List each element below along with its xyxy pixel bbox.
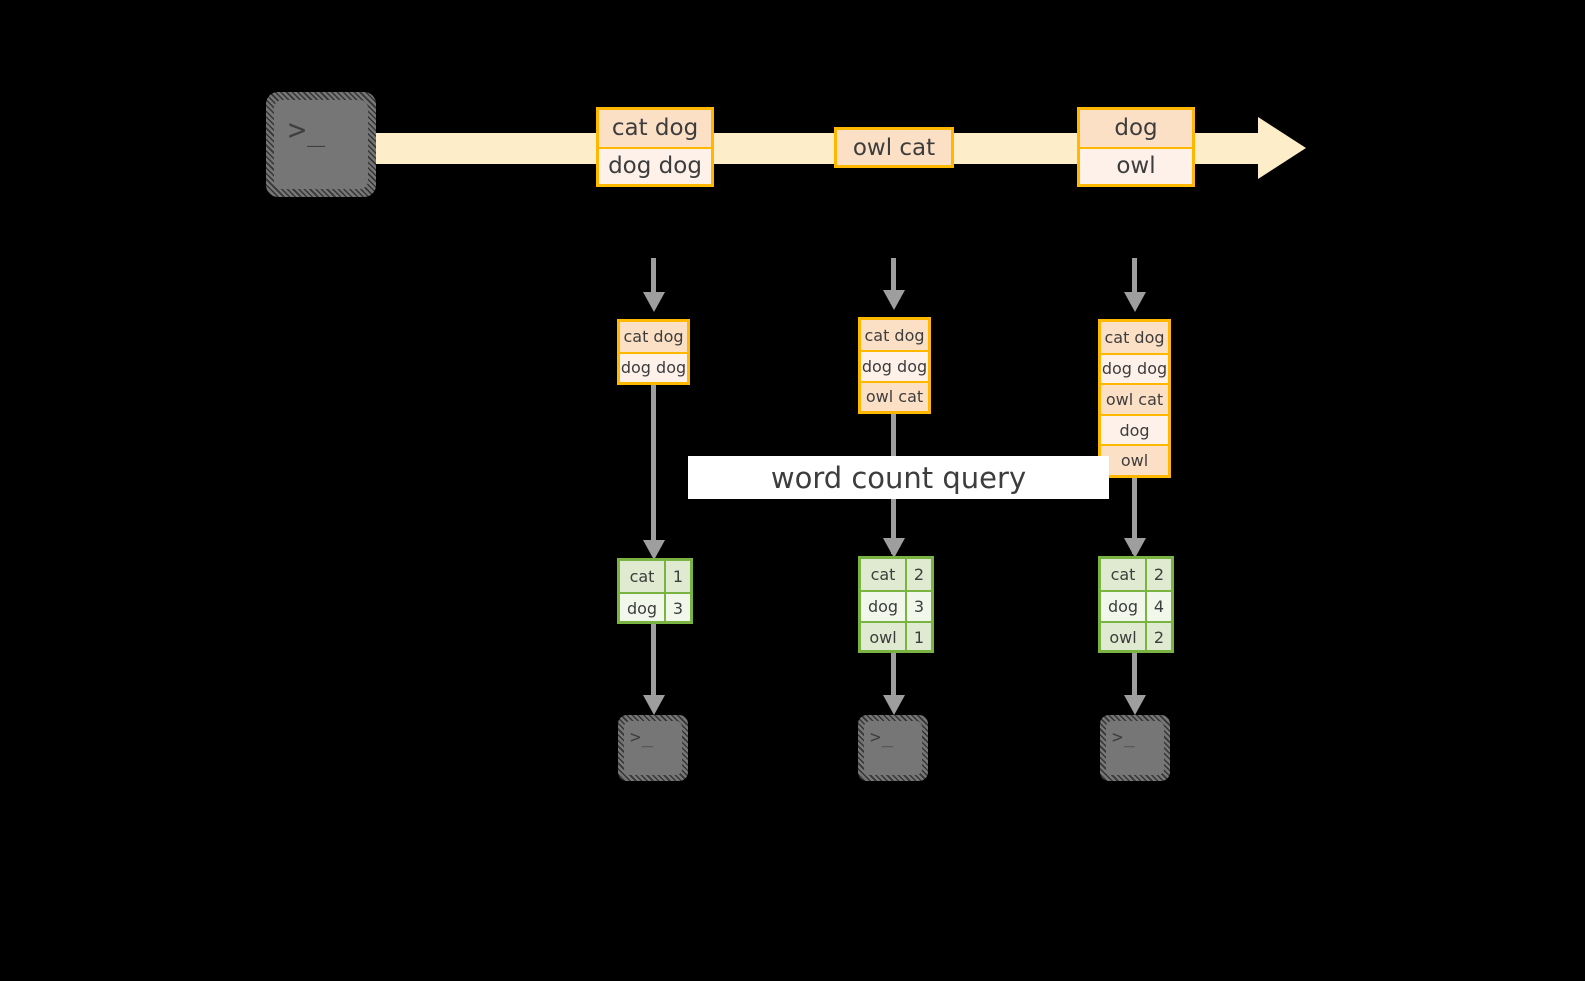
accumulated-log-box: cat dog dog dog owl cat [858,317,931,414]
source-terminal-icon: >_ [266,92,376,197]
snapshot-trigger-arrow-head [1124,292,1146,312]
snapshot-trigger-arrow-head [643,292,665,312]
stream-event-box: cat dog dog dog [596,107,714,187]
log-line: dog dog [861,350,928,381]
stream-event-line: dog [1080,110,1192,147]
log-line: dog [1101,413,1168,445]
table-row: cat 2 [861,559,931,590]
query-arrow-line [1132,478,1137,554]
result-arrow-line [891,653,896,699]
table-cell-count: 3 [664,594,690,621]
result-arrow-head [643,695,665,715]
table-cell-word: owl [861,623,905,650]
sink-terminal-icon: >_ [618,715,688,781]
terminal-screen [624,721,682,775]
result-arrow-head [883,695,905,715]
table-cell-count: 2 [905,559,931,590]
table-row: cat 1 [620,561,690,592]
log-line: owl cat [861,380,928,411]
result-arrow-line [651,624,656,699]
table-cell-count: 1 [664,561,690,592]
table-cell-word: dog [1101,592,1145,621]
stream-event-line: owl [1080,146,1192,184]
log-line: cat dog [1101,322,1168,353]
stream-event-box: dog owl [1077,107,1195,187]
table-row: owl 2 [1101,621,1171,650]
word-count-table: cat 1 dog 3 [617,558,693,624]
stream-event-line: cat dog [599,110,711,147]
table-cell-word: cat [861,559,905,590]
log-line: cat dog [620,322,687,352]
log-line: owl [1101,444,1168,475]
result-arrow-head [1124,695,1146,715]
query-arrow-line [651,385,656,555]
accumulated-log-box: cat dog dog dog [617,319,690,385]
terminal-prompt-glyph: >_ [870,727,894,748]
terminal-screen [274,100,368,189]
stream-event-box: owl cat [834,127,954,168]
table-cell-count: 2 [1145,623,1171,650]
query-arrow-head [1124,538,1146,558]
table-cell-count: 4 [1145,592,1171,621]
table-row: dog 3 [620,592,690,621]
table-cell-count: 1 [905,623,931,650]
table-row: owl 1 [861,621,931,650]
query-arrow-head [643,540,665,560]
sink-terminal-icon: >_ [1100,715,1170,781]
table-cell-word: dog [620,594,664,621]
log-line: cat dog [861,320,928,351]
word-count-table: cat 2 dog 3 owl 1 [858,556,934,653]
event-stream-arrowhead [1258,117,1306,179]
table-cell-word: owl [1101,623,1145,650]
query-label-band: word count query [688,456,1109,499]
stream-event-line: dog dog [599,146,711,184]
table-row: cat 2 [1101,559,1171,590]
stream-event-line: owl cat [837,130,951,165]
snapshot-trigger-arrow-line [651,258,656,292]
terminal-prompt-glyph: >_ [1112,727,1136,748]
snapshot-trigger-arrow-line [891,258,896,290]
result-arrow-line [1132,653,1137,699]
terminal-prompt-glyph: >_ [630,727,654,748]
word-count-table: cat 2 dog 4 owl 2 [1098,556,1174,653]
terminal-screen [864,721,922,775]
log-line: dog dog [1101,352,1168,384]
table-row: dog 4 [1101,590,1171,621]
terminal-screen [1106,721,1164,775]
snapshot-trigger-arrow-line [1132,258,1137,292]
snapshot-trigger-arrow-head [883,290,905,310]
table-cell-count: 2 [1145,559,1171,590]
query-arrow-head [883,538,905,558]
accumulated-log-box: cat dog dog dog owl cat dog owl [1098,319,1171,478]
table-row: dog 3 [861,590,931,621]
table-cell-word: cat [620,561,664,592]
table-cell-word: cat [1101,559,1145,590]
table-cell-count: 3 [905,592,931,621]
terminal-prompt-glyph: >_ [288,113,327,148]
log-line: owl cat [1101,383,1168,414]
sink-terminal-icon: >_ [858,715,928,781]
table-cell-word: dog [861,592,905,621]
log-line: dog dog [620,351,687,382]
